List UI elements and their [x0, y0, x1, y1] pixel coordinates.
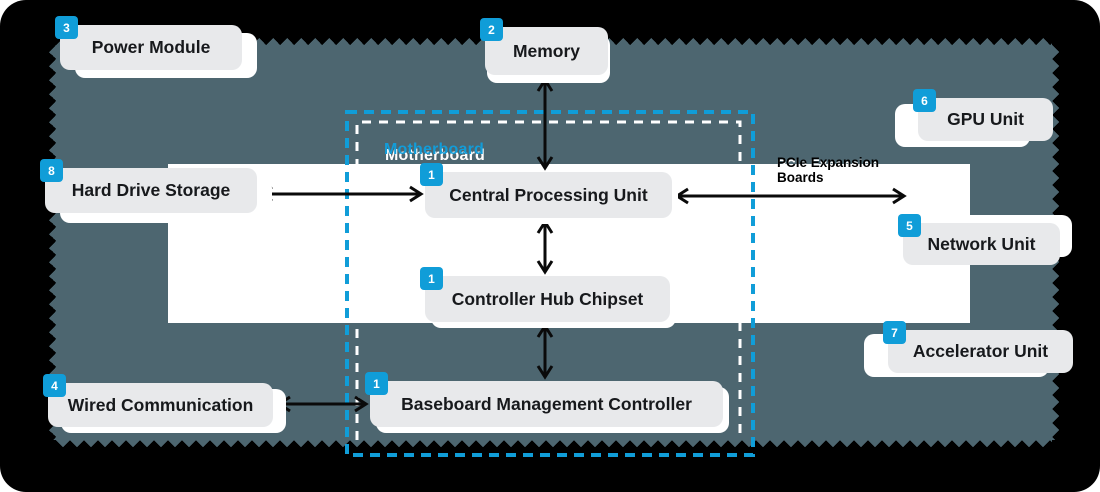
badge-power-module: 3 — [55, 16, 78, 39]
torn-edge-bottom — [56, 440, 1052, 447]
node-controller-hub-chipset: 1 Controller Hub Chipset — [420, 267, 670, 322]
node-label-network-unit: Network Unit — [927, 233, 1036, 254]
badge-hard-drive-storage: 8 — [40, 159, 63, 182]
motherboard-label: Motherboard — [384, 141, 484, 158]
node-label-hard-drive-storage: Hard Drive Storage — [71, 180, 231, 200]
node-label-gpu-unit: GPU Unit — [947, 109, 1024, 129]
node-label-baseboard-management-controller: Baseboard Management Controller — [401, 393, 692, 414]
node-accelerator-unit: 7 Accelerator Unit — [883, 321, 1073, 373]
node-memory: 2 Memory — [480, 18, 608, 75]
node-label-wired-communication: Wired Communication — [67, 394, 254, 415]
node-label-memory: Memory — [512, 40, 581, 61]
node-power-module: 3 Power Module — [55, 16, 242, 70]
badge-central-processing-unit: 1 — [420, 163, 443, 186]
arrow-cpu-chipset — [536, 219, 554, 275]
badge-controller-hub-chipset: 1 — [420, 267, 443, 290]
node-label-accelerator-unit: Accelerator Unit — [912, 341, 1049, 361]
badge-gpu-unit: 6 — [913, 89, 936, 112]
node-network-unit: 5 Network Unit — [898, 214, 1060, 265]
badge-network-unit: 5 — [898, 214, 921, 237]
badge-baseboard-management-controller: 1 — [365, 372, 388, 395]
badge-accelerator-unit: 7 — [883, 321, 906, 344]
arrow-chipset-bmc — [536, 323, 554, 380]
torn-edge-left — [49, 45, 56, 440]
node-baseboard-management-controller: 1 Baseboard Management Controller — [365, 372, 723, 427]
node-hard-drive-storage: 8 Hard Drive Storage — [40, 159, 257, 213]
node-wired-communication: 4 Wired Communication — [43, 374, 273, 427]
arrow-wired-bmc — [276, 395, 369, 413]
badge-memory: 2 — [480, 18, 503, 41]
node-gpu-unit: 6 GPU Unit — [913, 89, 1053, 141]
arrow-memory-cpu — [536, 77, 554, 171]
node-label-power-module: Power Module — [91, 37, 211, 57]
node-label-central-processing-unit: Central Processing Unit — [449, 184, 648, 205]
pcie-expansion-boards-label: PCIe Expansion Boards — [777, 155, 880, 185]
node-label-controller-hub-chipset: Controller Hub Chipset — [451, 288, 644, 309]
arrow-hdd-cpu — [258, 185, 424, 203]
motherboard-outer-dashed-border — [345, 110, 755, 457]
arrow-cpu-pcie — [674, 187, 907, 205]
motherboard-inner-dashed-border — [355, 120, 742, 440]
badge-wired-communication: 4 — [43, 374, 66, 397]
node-central-processing-unit: 1 Central Processing Unit — [420, 163, 672, 218]
